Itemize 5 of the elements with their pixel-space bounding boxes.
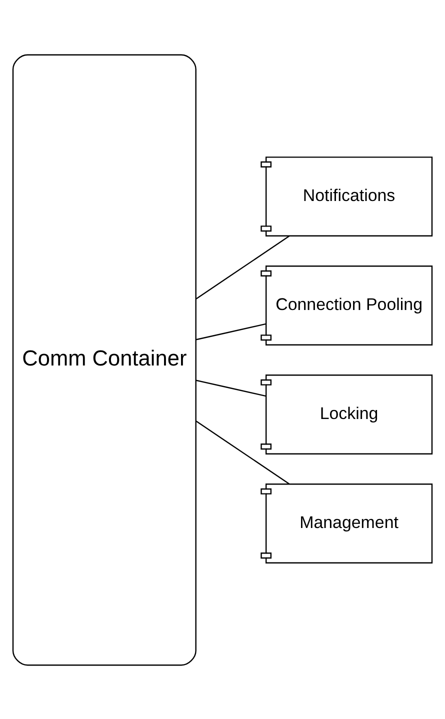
connector — [196, 235, 290, 299]
node-box: Comm Container — [12, 54, 196, 666]
connector — [196, 322, 266, 340]
connector — [196, 420, 290, 484]
connector — [196, 379, 266, 396]
